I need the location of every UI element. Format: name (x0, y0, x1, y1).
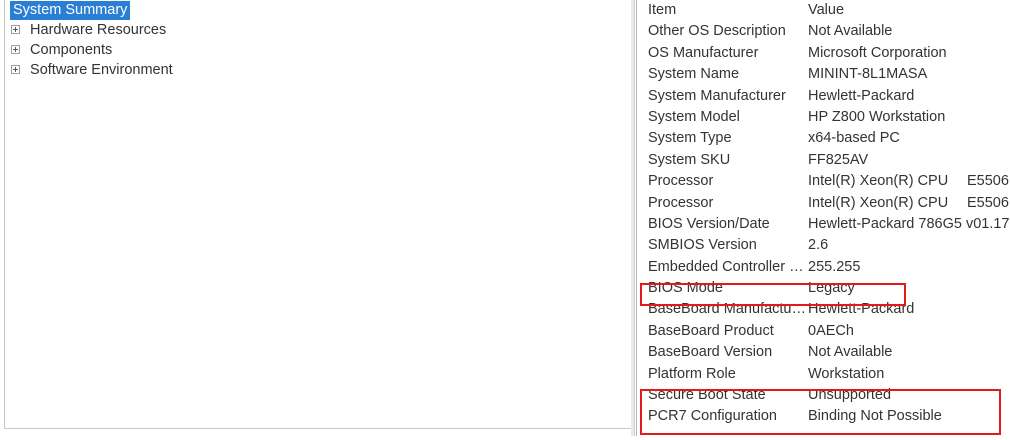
details-cell-item: Other OS Description (648, 23, 786, 40)
details-cell-value: Intel(R) Xeon(R) CPU (808, 173, 949, 190)
details-row[interactable]: BaseBoard Product 0AECh (637, 321, 1010, 342)
details-row[interactable]: PCR7 Configuration Binding Not Possible (637, 406, 1010, 427)
details-cell-item: Embedded Controller V… (648, 258, 808, 275)
details-cell-value: FF825AV (808, 151, 869, 168)
details-cell-item: System Model (648, 108, 740, 125)
details-row[interactable]: OS Manufacturer Microsoft Corporation (637, 43, 1010, 64)
details-cell-value-extra: E5506 (967, 173, 1009, 190)
tree-item-system-summary[interactable]: System Summary (5, 0, 634, 20)
details-cell-value: Hewlett-Packard (808, 87, 915, 104)
details-cell-value: Not Available (808, 23, 893, 40)
details-cell-item: Secure Boot State (648, 387, 766, 404)
details-cell-value: 0AECh (808, 322, 854, 339)
details-cell-value: HP Z800 Workstation (808, 108, 946, 125)
details-cell-item: System SKU (648, 151, 731, 168)
details-column-header-item: Item (648, 2, 677, 18)
tree-item-software-environment[interactable]: Software Environment (5, 60, 634, 80)
details-cell-value-extra: E5506 (967, 194, 1009, 211)
details-row[interactable]: Secure Boot State Unsupported (637, 385, 1010, 406)
panel-splitter[interactable] (631, 0, 635, 436)
details-header-row: Item Value (637, 0, 1010, 21)
details-cell-value: Microsoft Corporation (808, 44, 947, 61)
details-cell-value: Legacy (808, 280, 855, 297)
details-cell-item: Platform Role (648, 365, 736, 382)
expand-plus-icon[interactable] (11, 24, 20, 34)
details-row[interactable]: System Type x64-based PC (637, 128, 1010, 149)
details-cell-item: BaseBoard Product (648, 322, 774, 339)
details-cell-value: MININT-8L1MASA (808, 66, 928, 83)
details-cell-value: x64-based PC (808, 130, 900, 147)
expand-plus-icon[interactable] (11, 44, 20, 54)
tree-item-components[interactable]: Components (5, 40, 634, 60)
tree-item-hardware-resources[interactable]: Hardware Resources (5, 20, 634, 40)
details-cell-item: PCR7 Configuration (648, 408, 777, 425)
details-row[interactable]: SMBIOS Version 2.6 (637, 235, 1010, 256)
details-row[interactable]: BIOS Mode Legacy (637, 278, 1010, 299)
details-cell-item: OS Manufacturer (648, 44, 759, 61)
details-row[interactable]: System Manufacturer Hewlett-Packard (637, 86, 1010, 107)
details-cell-item: Processor (648, 194, 714, 211)
tree-item-label: System Summary (10, 1, 131, 20)
details-cell-item: System Name (648, 66, 740, 83)
details-cell-item: BaseBoard Version (648, 344, 773, 361)
details-cell-value: Hewlett-Packard (808, 301, 915, 318)
details-row[interactable]: Processor Intel(R) Xeon(R) CPU E5506 (637, 193, 1010, 214)
tree-item-label: Components (30, 42, 113, 59)
details-cell-item: System Type (648, 130, 732, 147)
details-cell-item: System Manufacturer (648, 87, 786, 104)
details-cell-value: Workstation (808, 365, 885, 382)
details-row[interactable]: System Name MININT-8L1MASA (637, 64, 1010, 85)
details-column-header-value: Value (808, 2, 845, 18)
system-info-tree-panel[interactable]: System Summary Hardware Resources Compon… (4, 0, 634, 429)
details-row[interactable]: Other OS Description Not Available (637, 21, 1010, 42)
details-cell-item: SMBIOS Version (648, 237, 757, 254)
details-row[interactable]: BIOS Version/Date Hewlett-Packard 786G5 v… (637, 214, 1010, 235)
details-cell-value: 2.6 (808, 237, 829, 254)
details-cell-value: Binding Not Possible (808, 408, 942, 425)
details-cell-item: BIOS Mode (648, 280, 723, 297)
expand-plus-icon[interactable] (11, 64, 20, 74)
details-row[interactable]: Embedded Controller V…255.255 (637, 257, 1010, 278)
details-cell-item: Processor (648, 173, 714, 190)
details-row[interactable]: System Model HP Z800 Workstation (637, 107, 1010, 128)
details-cell-value: Intel(R) Xeon(R) CPU (808, 194, 949, 211)
details-cell-value: Not Available (808, 344, 893, 361)
details-cell-value: Hewlett-Packard 786G5 v01.17, 8/ (808, 215, 1010, 232)
details-row[interactable]: BaseBoard Version Not Available (637, 342, 1010, 363)
details-row[interactable]: Platform Role Workstation (637, 364, 1010, 385)
details-cell-value: 255.255 (808, 258, 861, 275)
details-cell-value: Unsupported (808, 387, 892, 404)
tree-item-label: Hardware Resources (30, 22, 167, 39)
details-row[interactable]: System SKU FF825AV (637, 150, 1010, 171)
details-cell-item: BaseBoard Manufacturer (648, 301, 808, 318)
details-cell-item: BIOS Version/Date (648, 215, 770, 232)
tree-item-label: Software Environment (30, 62, 173, 79)
details-row[interactable]: Processor Intel(R) Xeon(R) CPU E5506 (637, 171, 1010, 192)
